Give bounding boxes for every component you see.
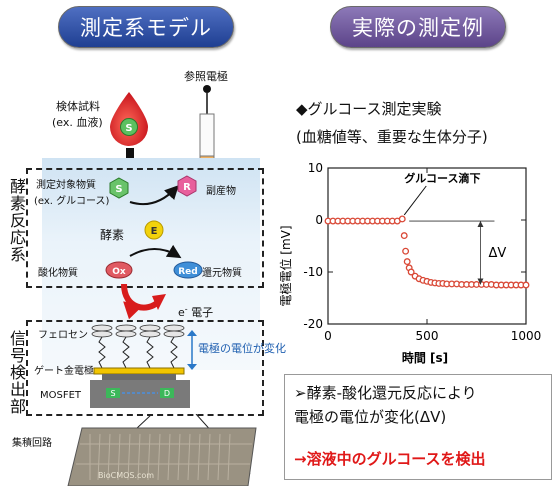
experiment-line-2: (血糖値等、重要な生体分子) (296, 128, 488, 146)
data-point (402, 247, 410, 255)
reference-electrode-label: 参照電極 (184, 70, 228, 83)
conclusion-line-3: →溶液中のグルコースを検出 (294, 450, 486, 468)
enzyme-reaction-diagram: S R E Ox Red (105, 175, 203, 279)
y-tick-label: 0 (315, 213, 323, 227)
electron-text: 電子 (191, 306, 214, 319)
blood-drop-icon: S (110, 92, 148, 146)
mosfet-label: MOSFET (40, 390, 82, 401)
ic-chip-icon: BioCMOS.com (67, 414, 257, 486)
delta-arrowhead-bottom (477, 278, 484, 285)
conclusion-box (284, 374, 552, 480)
experiment-line-1: ◆グルコース測定実験 (296, 100, 442, 118)
data-point (403, 258, 411, 266)
detector-box (26, 320, 264, 416)
annotation-arrow (403, 185, 427, 216)
reductant-label: 還元物質 (202, 268, 242, 279)
drop-mol-S: S (125, 123, 132, 134)
data-point (522, 281, 530, 289)
sample-label-2: (ex. 血液) (52, 116, 103, 129)
target-label-1: 測定対象物質 (36, 180, 96, 191)
potential-arrow-icon (187, 330, 197, 370)
electron-symbol: e (178, 306, 185, 319)
x-tick-label: 1000 (511, 329, 542, 343)
byproduct-label: 副産物 (206, 186, 236, 197)
right-title-pill: 実際の測定例 (330, 6, 506, 48)
x-axis-label: 時間 [s] (402, 350, 448, 365)
sample-label-1: 検体試料 (56, 100, 100, 113)
y-tick-label: 10 (308, 161, 323, 175)
mol-R: R (183, 182, 191, 193)
y-axis-label: 電極電位 [mV] (278, 225, 293, 306)
left-title: 測定系モデル (80, 16, 212, 40)
electron-label: e- 電子 (178, 304, 213, 320)
enzyme-system-label: 酵素反応系 (7, 178, 26, 263)
chip-brand-text: BioCMOS.com (98, 471, 154, 480)
mosfet-D-label: D (164, 389, 170, 398)
delta-arrowhead-top (477, 221, 484, 228)
oxidant-label: 酸化物質 (38, 268, 78, 279)
x-tick-label: 500 (416, 329, 439, 343)
electron-arrow-icon (121, 283, 166, 320)
mol-Red: Red (178, 267, 197, 277)
ic-label: 集積回路 (12, 438, 52, 449)
enzyme-reaction-box (26, 168, 264, 288)
gate-electrode-label: ゲート金電極 (34, 366, 94, 377)
mol-S: S (115, 184, 122, 195)
annotation-label: グルコース滴下 (404, 171, 480, 185)
left-title-pill: 測定系モデル (58, 6, 234, 48)
enzyme-label: 酵素 (100, 228, 125, 242)
target-label-2: (ex. グルコース) (34, 196, 110, 207)
data-point (400, 232, 408, 240)
data-point (398, 215, 406, 223)
y-tick-label: -20 (303, 317, 323, 331)
detector-label: 信号検出部 (7, 330, 26, 415)
conclusion-line-2: 電極の電位が変化(ΔV) (294, 408, 447, 426)
electron-sup: - (184, 304, 188, 314)
mosfet-icon: S D (90, 367, 190, 408)
potential-change-label: 電極の電位が変化 (198, 342, 286, 355)
right-title: 実際の測定例 (352, 16, 484, 40)
reference-electrode-icon (199, 85, 215, 163)
ferrocene-label: フェロセン (38, 330, 88, 341)
y-tick-label: -10 (303, 265, 323, 279)
ferrocene-sam-icon (91, 324, 185, 369)
mosfet-S-label: S (110, 389, 115, 398)
x-tick-label: 0 (324, 329, 332, 343)
mol-E: E (151, 226, 158, 237)
mol-Ox: Ox (112, 267, 126, 277)
conclusion-line-1: ➢酵素-酸化還元反応により (294, 384, 477, 402)
delta-v-label: ΔV (488, 246, 506, 261)
data-point (407, 268, 415, 276)
